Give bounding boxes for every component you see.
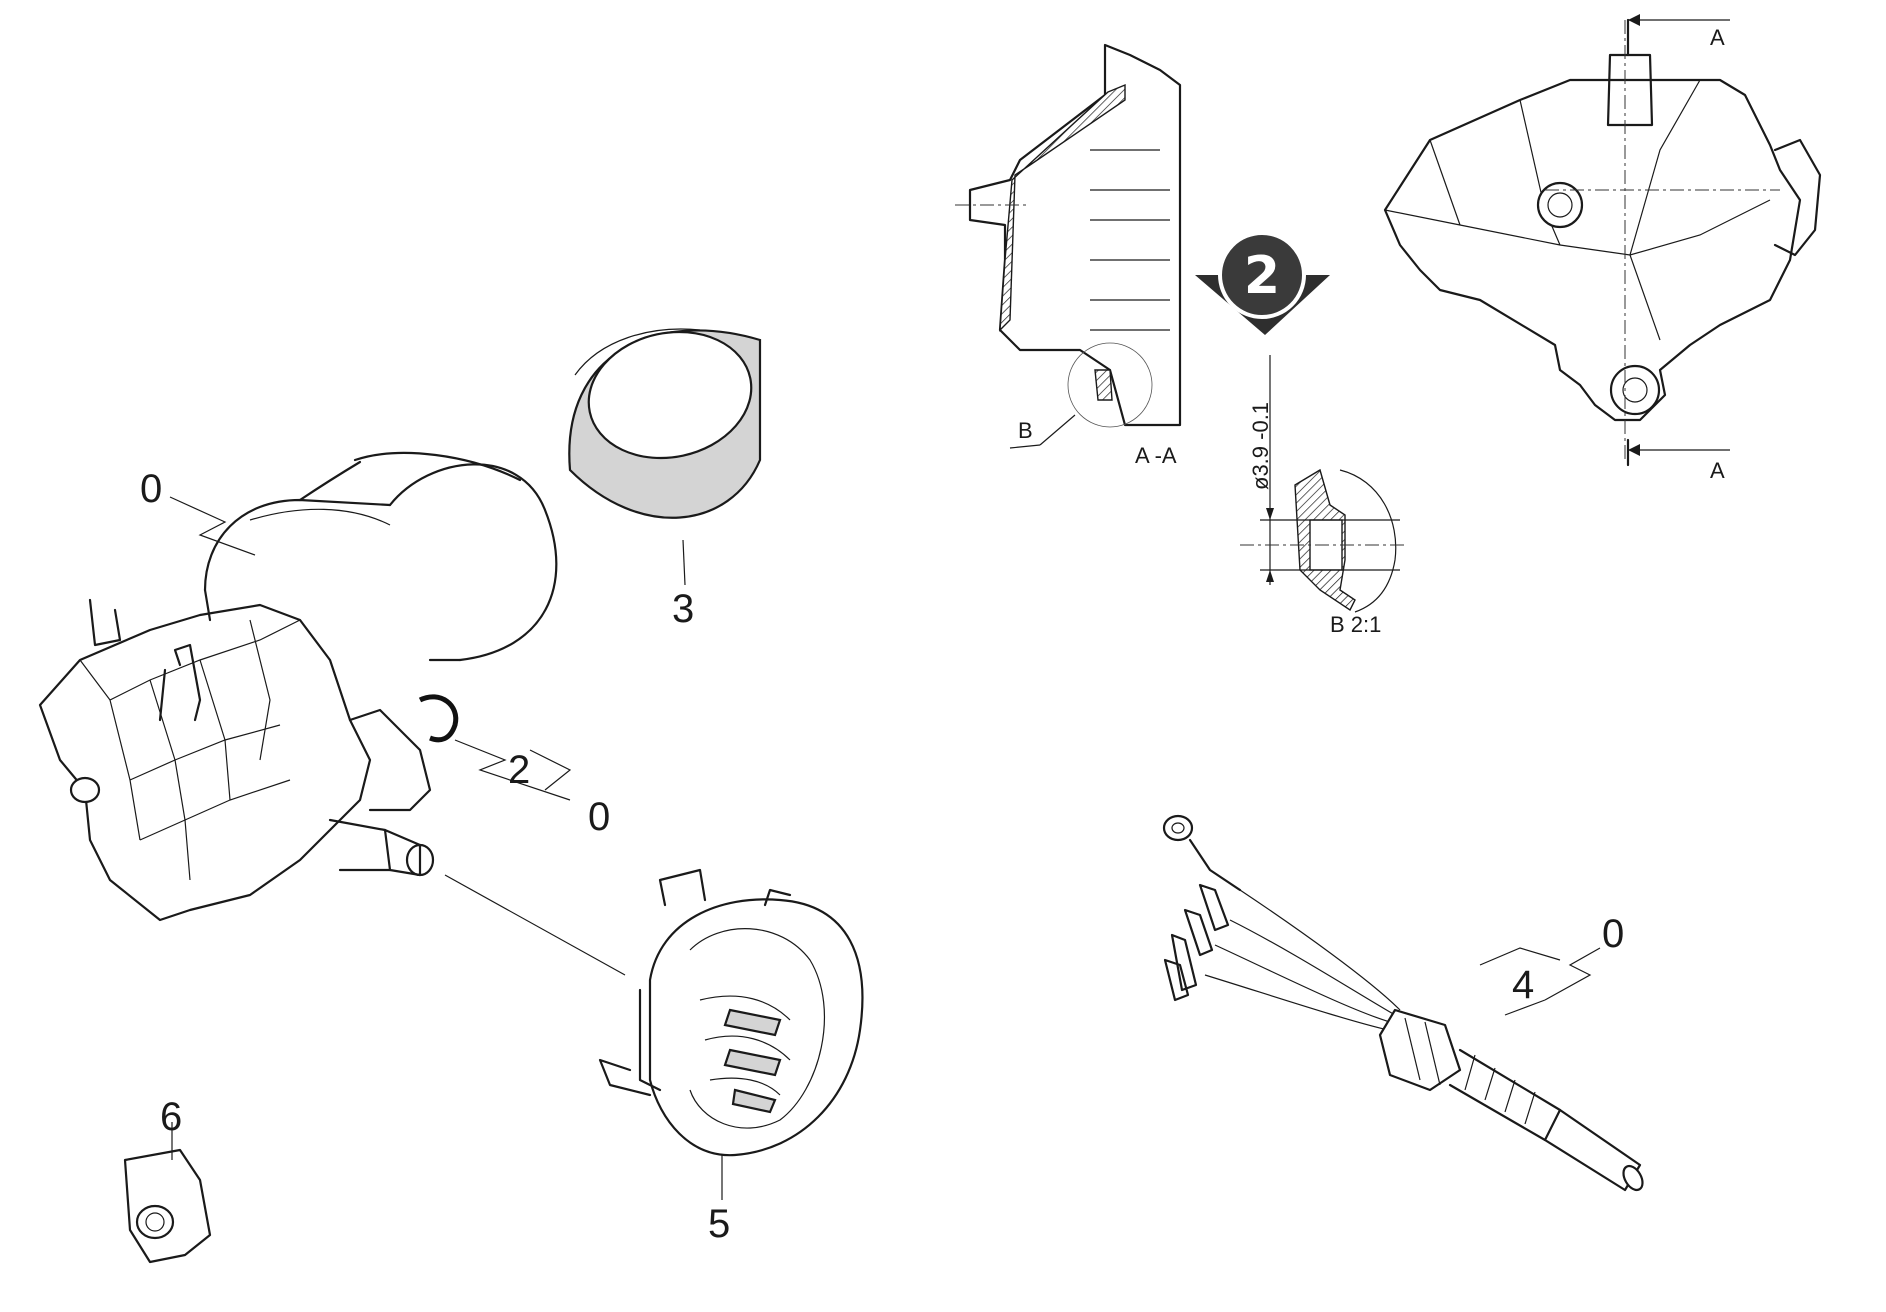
callout-connector-pos: 2 <box>508 748 530 792</box>
step-badge: 2 <box>1195 231 1330 335</box>
callout-cable-pos: 4 <box>1512 963 1534 1007</box>
section-label: A -A <box>1135 443 1177 468</box>
callout-sleeve: 3 <box>672 587 694 631</box>
motor-housing <box>38 598 372 922</box>
sleeve-part <box>568 328 762 586</box>
detail-ref: B <box>1018 418 1033 443</box>
dimension-label: ø3.9 -0.1 <box>1248 402 1273 490</box>
motor-assembly <box>38 451 626 976</box>
section-view-aa <box>955 43 1182 449</box>
callout-leaders <box>169 496 1601 1016</box>
callout-grommet: 6 <box>160 1095 182 1139</box>
cap-part <box>598 868 864 1200</box>
step-badge-number: 2 <box>1244 246 1280 306</box>
callout-cap: 5 <box>708 1202 730 1246</box>
leader-shaft-cap <box>444 874 626 976</box>
callout-connector-ref: 0 <box>588 795 610 839</box>
callout-motor-ref: 0 <box>140 467 162 511</box>
cut-marker-top: A <box>1710 25 1725 50</box>
motor-cylinder <box>203 451 558 662</box>
motor-shaft <box>69 708 435 877</box>
connector-loop <box>418 694 459 743</box>
callout-cable-ref: 0 <box>1602 912 1624 956</box>
detail-view-b <box>1240 355 1405 613</box>
grommet-part <box>123 1122 212 1264</box>
detail-label: B 2:1 <box>1330 612 1381 637</box>
cable-harness <box>1162 814 1644 1192</box>
housing-iso-view <box>1383 14 1822 467</box>
cut-marker-bottom: A <box>1710 458 1725 483</box>
